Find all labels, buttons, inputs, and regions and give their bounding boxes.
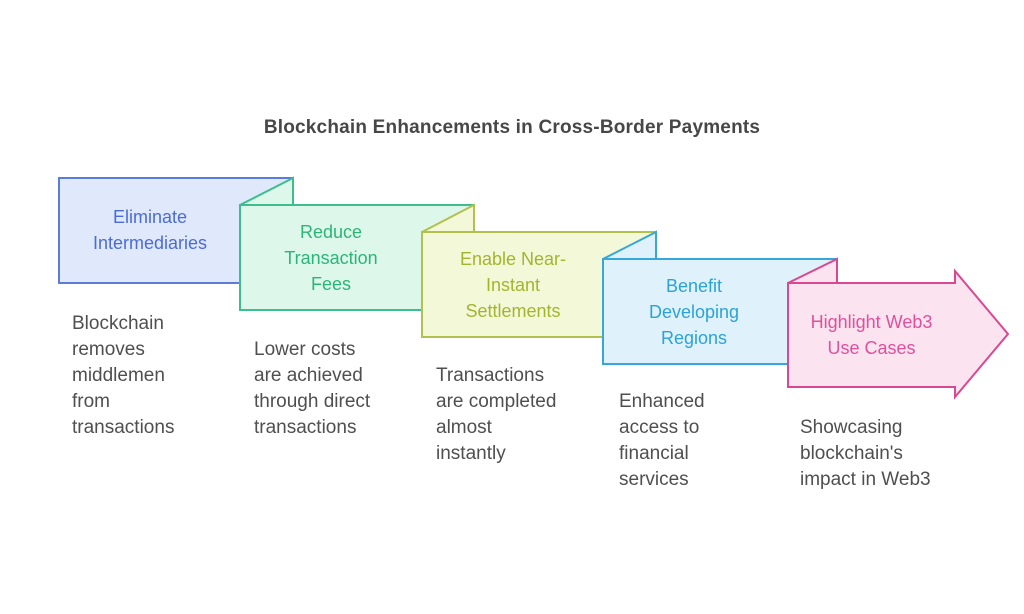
step5-title-line: Highlight Web3 (810, 312, 933, 332)
step1-desc-line: Blockchain (72, 313, 164, 334)
step2-title-line: Transaction (284, 248, 378, 268)
step4-title: Benefit Developing Regions (603, 273, 785, 351)
step1-title-line: Eliminate (112, 207, 188, 227)
step2-desc-line: transactions (254, 417, 357, 438)
step4-desc-line: services (619, 469, 689, 490)
step1-title-line: Intermediaries (92, 233, 208, 253)
step1-desc-line: middlemen (72, 365, 165, 386)
step2-description: Lower costs are achieved through direct … (254, 337, 429, 441)
step3-title-line: Enable Near- (459, 249, 567, 269)
step5-title: Highlight Web3 Use Cases (788, 309, 955, 361)
step2-desc-line: are achieved (254, 365, 363, 386)
step5-arrow-shape (787, 268, 1010, 400)
step3-desc-line: almost (436, 417, 492, 438)
step5-desc-line: blockchain's (800, 443, 903, 464)
step3-title: Enable Near- Instant Settlements (422, 246, 604, 324)
step3-desc-line: are completed (436, 391, 557, 412)
step1-description: Blockchain removes middlemen from transa… (72, 311, 247, 441)
step1-desc-line: transactions (72, 417, 175, 438)
step3-title-line: Settlements (465, 301, 561, 321)
step1-title: Eliminate Intermediaries (59, 204, 241, 256)
diagram-title: Blockchain Enhancements in Cross-Border … (263, 117, 761, 138)
step3-desc-line: Transactions (436, 365, 545, 386)
step1-desc-line: from (72, 391, 110, 412)
step5-desc-line: Showcasing (800, 417, 903, 438)
step4-description: Enhanced access to financial services (619, 389, 794, 493)
step4-title-line: Benefit (665, 276, 723, 296)
step4-title-line: Regions (660, 328, 728, 348)
step5-description: Showcasing blockchain's impact in Web3 (800, 415, 990, 493)
step1-desc-line: removes (72, 339, 145, 360)
step2-desc-line: through direct (254, 391, 371, 412)
step3-description: Transactions are completed almost instan… (436, 363, 611, 467)
step3-desc-line: instantly (436, 443, 506, 464)
step2-desc-line: Lower costs (254, 339, 356, 360)
step5-title-line: Use Cases (827, 338, 916, 358)
step5-desc-line: impact in Web3 (800, 469, 931, 490)
step2-title: Reduce Transaction Fees (240, 219, 422, 297)
step2-title-line: Fees (310, 274, 352, 294)
step2-title-line: Reduce (299, 222, 363, 242)
step4-desc-line: access to (619, 417, 700, 438)
step4-desc-line: Enhanced (619, 391, 705, 412)
step3-title-line: Instant (485, 275, 541, 295)
step4-title-line: Developing (648, 302, 740, 322)
step4-desc-line: financial (619, 443, 689, 464)
